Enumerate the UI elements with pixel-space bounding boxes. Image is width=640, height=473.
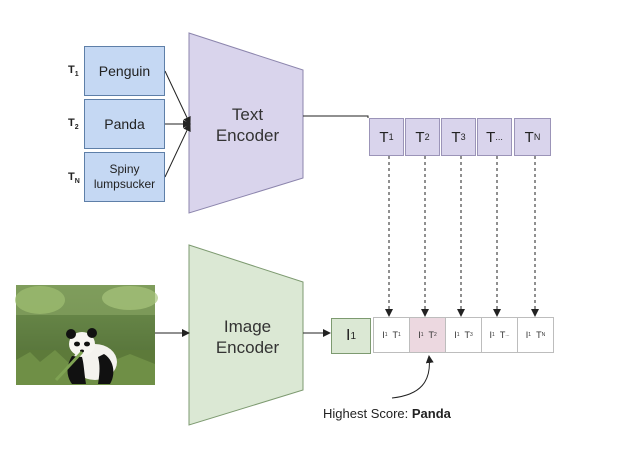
text-embedding-5-letter: T [524,128,534,146]
text-embedding-1-letter: T [379,128,389,146]
score-2-t-sub: 2 [434,332,437,338]
score-3-i-sub: 1 [456,332,460,338]
prompt-label-3-sub: N [74,178,80,186]
prompt-box-penguin: Penguin [84,46,165,96]
prompt-label-1-letter: T [68,64,75,76]
caption-answer: Panda [411,406,451,421]
image-encoder-line1: Image [223,317,272,336]
score-3-t: T [464,330,471,340]
text-encoder-shape [188,32,304,214]
score-4-t-sub: ... [505,332,510,338]
score-3-i: I [454,330,457,340]
score-1-i: I [382,330,385,340]
text-embedding-2-sub: 2 [424,132,430,142]
score-5-i-sub: 1 [528,332,532,338]
score-2-i-sub: 1 [420,332,424,338]
highlight-curve-arrow [391,355,434,399]
score-4-t: T [499,330,506,340]
caption-prefix: Highest Score: [323,406,412,421]
image-encoder-shape [188,244,304,426]
prompt-box-spiny-lumpsucker: Spiny lumpsucker [84,152,165,202]
prompt-arrow-1 [164,70,191,125]
prompt-text-2: Panda [104,116,145,132]
image-encoder-line2: Encoder [215,338,280,357]
prompt-label-3-letter: T [68,171,75,183]
text-embedding-3-sub: 3 [460,132,466,142]
highest-score-caption: Highest Score: Panda [323,406,451,421]
prompt-label-2: T2 [68,117,79,131]
image-embedding-sub: 1 [350,330,356,342]
text-embedding-1-sub: 1 [388,132,394,142]
prompt-box-panda: Panda [84,99,165,149]
text-embedding-4-sub: ... [495,132,503,142]
prompt-arrow-3 [164,123,191,178]
image-embedding-letter: I [345,327,351,344]
score-1-i-sub: 1 [384,332,388,338]
text-encoder-output-line [303,115,369,118]
prompt-label-3: TN [68,171,80,185]
score-1-t: T [392,330,399,340]
prompt-label-1-sub: 1 [74,71,79,79]
text-embedding-3-letter: T [451,128,461,146]
text-embedding-5-sub: N [533,132,541,142]
text-encoder-line2: Encoder [215,126,280,145]
text-embedding-4-letter: T [486,128,496,146]
text-embedding-4: T... [477,118,512,156]
score-2-i: I [418,330,421,340]
score-5-t-sub: N [541,332,546,338]
text-encoder-label: Text Encoder [200,104,295,146]
prompt-label-2-letter: T [68,117,75,129]
prompt-label-2-sub: 2 [74,124,79,132]
image-encoder-label: Image Encoder [200,316,295,358]
text-embedding-2-letter: T [415,128,425,146]
prompt-label-1: T1 [68,64,79,78]
score-2-t: T [428,330,435,340]
score-5-t: T [536,330,542,340]
panda-photo-icon [15,285,158,385]
score-4-i-sub: 1 [492,332,495,338]
prompt-text-3: Spiny lumpsucker [93,162,156,191]
score-5-i: I [525,330,529,340]
text-encoder-line1: Text [231,105,264,124]
score-3-t-sub: 3 [470,332,473,338]
prompt-text-1: Penguin [98,63,151,79]
score-1-t-sub: 1 [398,332,401,338]
score-4-i: I [489,330,493,340]
